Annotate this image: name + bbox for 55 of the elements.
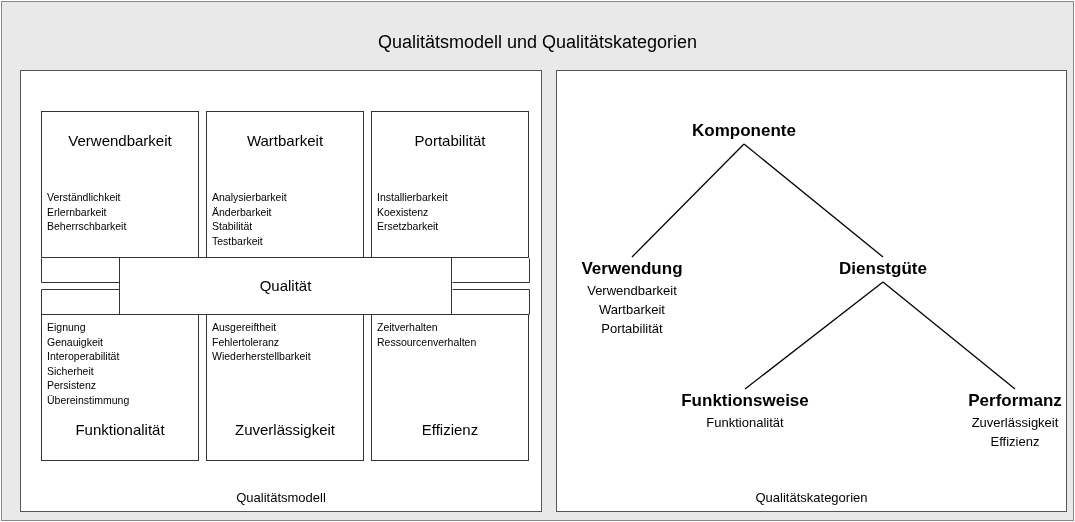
quality-box <box>371 314 529 461</box>
center-box <box>119 257 452 315</box>
model-panel <box>20 70 542 512</box>
box-heading: Effizienz <box>420 421 480 438</box>
quality-attribute: Fehlertoleranz <box>212 334 281 349</box>
quality-attribute: Erlernbarkeit <box>47 204 108 219</box>
quality-attribute: Installierbarkeit <box>377 190 449 205</box>
box-heading: Wartbarkeit <box>245 132 325 149</box>
connector-line <box>882 281 1016 390</box>
center-label: Qualität <box>258 277 313 294</box>
quality-attribute: Analysierbarkeit <box>212 190 288 205</box>
connector-line <box>744 281 884 390</box>
panel-label: Qualitätskategorien <box>754 490 869 505</box>
diagram-title: Qualitätsmodell und Qualitätskategorien <box>376 32 699 53</box>
quality-attribute: Verständlichkeit <box>47 190 122 205</box>
category-item: Zuverlässigkeit <box>970 414 1060 432</box>
category-heading: Verwendung <box>580 258 684 280</box>
category-heading: Performanz <box>967 390 1063 412</box>
quality-attribute: Genauigkeit <box>47 334 105 349</box>
category-item: Verwendbarkeit <box>586 282 678 300</box>
quality-attribute: Beherrschbarkeit <box>47 219 128 234</box>
quality-attribute: Eignung <box>47 320 87 335</box>
category-item: Portabilität <box>600 320 664 338</box>
quality-attribute: Sicherheit <box>47 363 95 378</box>
connector-line <box>743 143 884 258</box>
quality-box <box>206 111 364 258</box>
quality-box <box>41 111 199 258</box>
box-heading: Verwendbarkeit <box>67 132 173 149</box>
category-item: Wartbarkeit <box>598 301 666 319</box>
category-item: Effizienz <box>989 433 1041 451</box>
quality-attribute: Ausgereiftheit <box>212 320 278 335</box>
quality-attribute: Übereinstimmung <box>47 392 131 407</box>
quality-attribute: Änderbarkeit <box>212 204 273 219</box>
quality-box <box>206 314 364 461</box>
quality-attribute: Ressourcenverhalten <box>377 334 478 349</box>
category-heading: Dienstgüte <box>838 258 928 280</box>
quality-attribute: Testbarkeit <box>212 233 264 248</box>
connector-line <box>631 143 745 258</box>
quality-attribute: Stabilität <box>212 219 254 234</box>
quality-box <box>371 111 529 258</box>
category-heading: Funktionsweise <box>680 390 810 412</box>
quality-attribute: Zeitverhalten <box>377 320 439 335</box>
quality-box <box>41 314 199 461</box>
category-panel <box>556 70 1067 512</box>
box-heading: Funktionalität <box>74 421 166 438</box>
quality-attribute: Persistenz <box>47 378 98 393</box>
category-item: Funktionalität <box>705 414 785 432</box>
panel-label: Qualitätsmodell <box>235 490 327 505</box>
quality-attribute: Interoperabilität <box>47 349 121 364</box>
quality-attribute: Koexistenz <box>377 204 430 219</box>
quality-attribute: Wiederherstellbarkeit <box>212 349 312 364</box>
box-heading: Zuverlässigkeit <box>233 421 336 438</box>
category-heading: Komponente <box>691 120 797 142</box>
box-heading: Portabilität <box>413 132 487 149</box>
quality-attribute: Ersetzbarkeit <box>377 219 440 234</box>
